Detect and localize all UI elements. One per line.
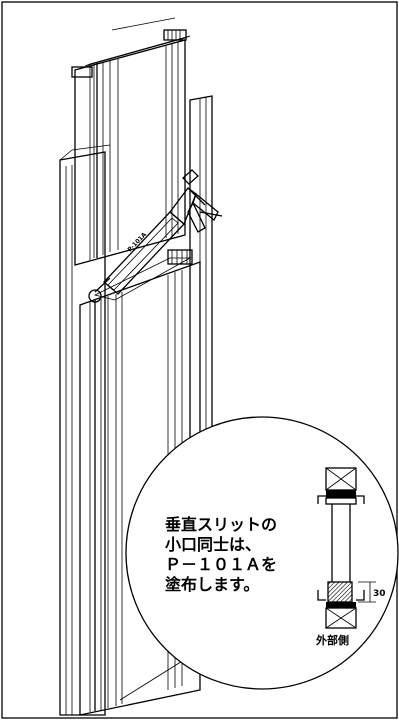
slit-section-detail: 30 外部側 [315, 467, 386, 647]
back-column [59, 144, 111, 716]
callout-line-2: 小口同士は、 [165, 535, 261, 554]
tube-label: P-101A [126, 231, 148, 253]
upper-panel [71, 17, 191, 266]
callout-line-4: 塗布します。 [165, 575, 259, 594]
callout-line-1: 垂直スリットの [165, 515, 277, 534]
detail-callout-circle [125, 416, 399, 690]
caulking-gun-icon: P-101A [88, 169, 223, 303]
sealant-hatch [327, 581, 353, 603]
exterior-side-label: 外部側 [315, 633, 349, 647]
callout-text: 垂直スリットの 小口同士は、 Ｐ－１０１Ａを 塗布します。 [165, 515, 277, 594]
callout-line-3: Ｐ－１０１Ａを [165, 555, 277, 574]
dimension-label: 30 [373, 589, 386, 599]
